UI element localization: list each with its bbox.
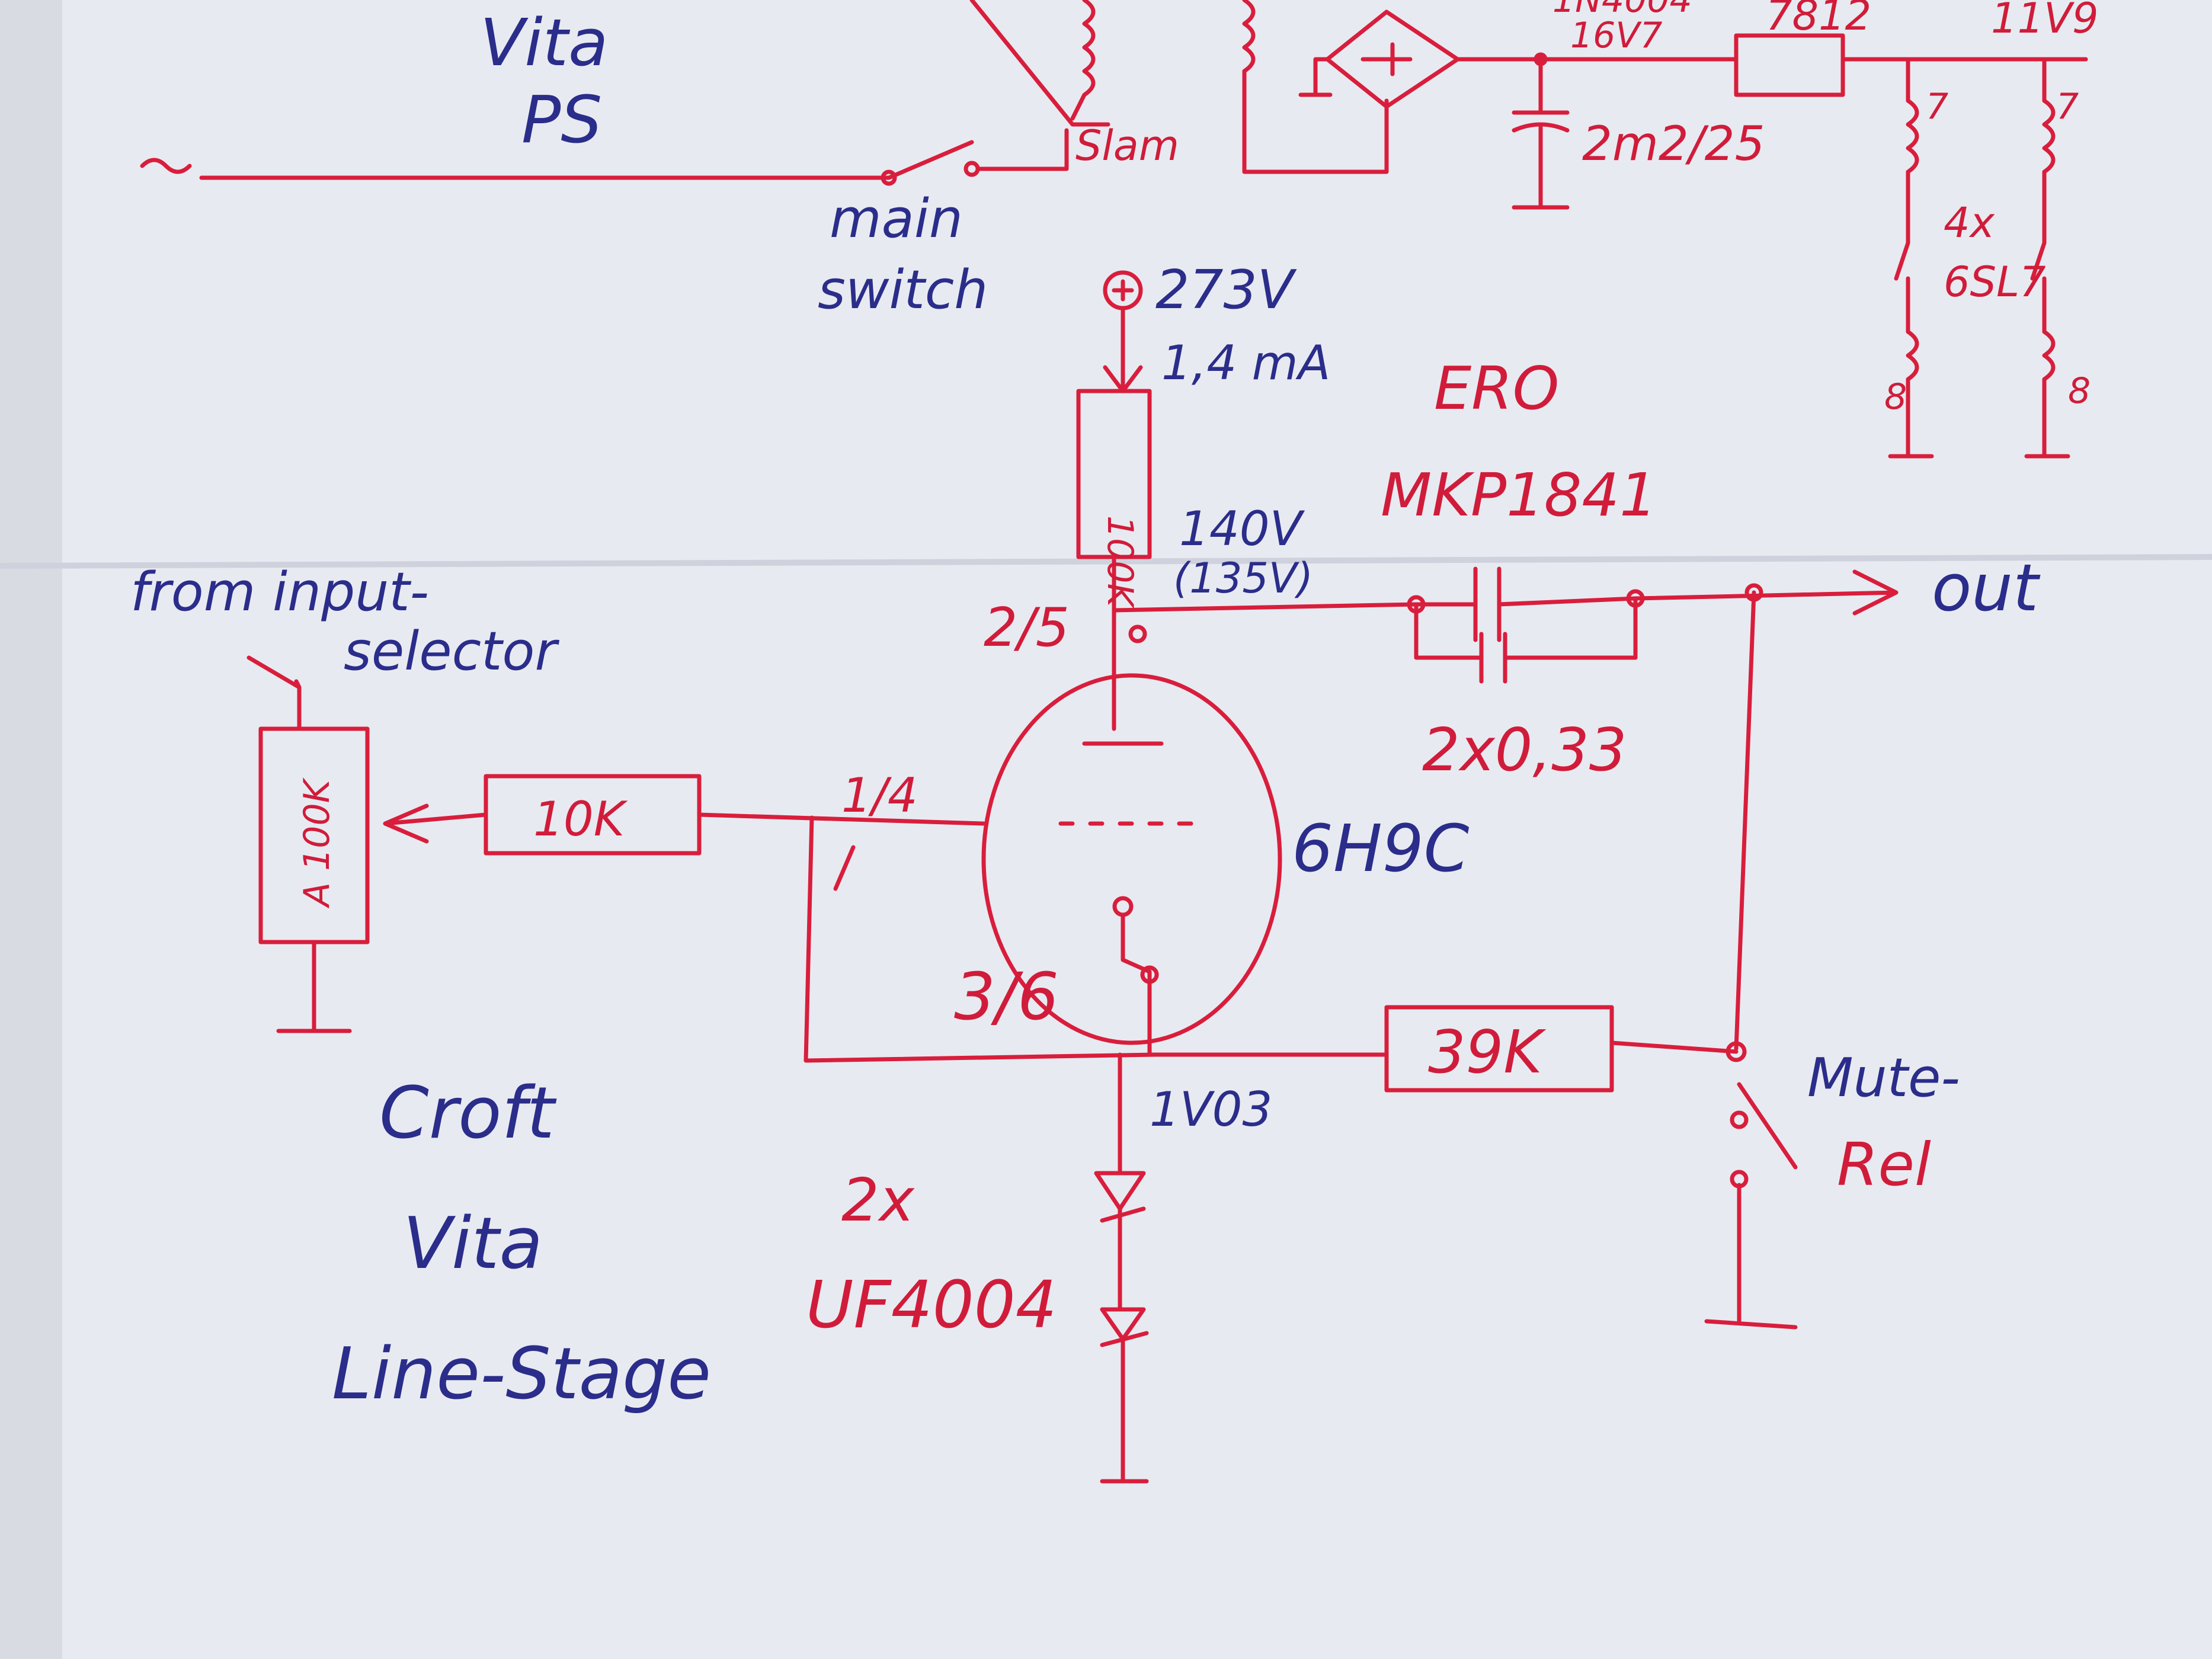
cap-brand-label: ERO bbox=[1434, 354, 1559, 423]
paper-edge bbox=[0, 0, 62, 1659]
heater-pin-label: 8 bbox=[2068, 370, 2091, 412]
pot-input-wire bbox=[247, 655, 302, 731]
cathode-wire bbox=[1147, 981, 1389, 1057]
slam-label: Slam bbox=[1075, 121, 1179, 170]
rectifier-note: 1N4004 bbox=[1552, 0, 1692, 21]
relay-terminal bbox=[1730, 1110, 1749, 1129]
heater-pin-label: 7 bbox=[2056, 86, 2079, 127]
heater-type-label: 6SL7 bbox=[1944, 258, 2046, 306]
coupling-cap-1 bbox=[1414, 566, 1638, 642]
paper-fold bbox=[0, 554, 2212, 569]
heater-string-2 bbox=[2024, 57, 2070, 459]
feedback-to-output-wire bbox=[1609, 1040, 1739, 1054]
input-label-2: selector bbox=[344, 620, 559, 683]
wiper-arrow bbox=[383, 803, 488, 844]
output-to-relay-wire bbox=[1734, 590, 1756, 1051]
plate-pins-label: 2/5 bbox=[984, 597, 1070, 659]
supply-plus-sign bbox=[1112, 279, 1134, 302]
cathode-voltage-label: 1V03 bbox=[1150, 1082, 1272, 1137]
bridge-diode-symbol bbox=[1361, 42, 1413, 76]
cathode-pins-label: 3/6 bbox=[954, 959, 1059, 1035]
mute-relay-label-1: Mute- bbox=[1807, 1047, 1960, 1109]
plate-voltage-label-2: (135V) bbox=[1173, 554, 1313, 603]
psu-section bbox=[140, 0, 2088, 459]
regulator-7812 bbox=[1734, 33, 1845, 97]
regulator-label: 7812 bbox=[1766, 0, 1871, 40]
feedback-resistor-label: 39K bbox=[1428, 1017, 1547, 1087]
heater-pin-label: 8 bbox=[1884, 376, 1907, 418]
tube-cathode bbox=[1121, 913, 1152, 986]
cathode-diodes bbox=[1094, 1052, 1149, 1484]
transformer-primary bbox=[1070, 0, 1096, 121]
diode-type-label: UF4004 bbox=[806, 1267, 1057, 1343]
bridge-rectifier bbox=[1325, 9, 1460, 109]
main-switch-contact bbox=[886, 140, 974, 180]
relay-ground bbox=[1704, 1183, 1798, 1330]
stage-title-line3: Line-Stage bbox=[332, 1333, 711, 1415]
output-label: out bbox=[1932, 550, 2041, 626]
stage-title-line1: Croft bbox=[379, 1072, 557, 1155]
supply-voltage-label: 273V bbox=[1155, 259, 1297, 321]
stage-title-line2: Vita bbox=[403, 1203, 543, 1285]
main-switch-label-2: switch bbox=[818, 259, 988, 321]
rail-voltage-label: 16V7 bbox=[1570, 15, 1663, 56]
ps-title-line2: PS bbox=[521, 82, 602, 158]
grid-wire bbox=[697, 812, 986, 826]
pot-label: A 100K bbox=[296, 777, 338, 909]
feedback-wire bbox=[804, 815, 1158, 1063]
line-stage-section bbox=[247, 270, 1899, 1484]
grid-pins-label: 1/4 bbox=[841, 768, 918, 823]
reg-out-label: 11V9 bbox=[1991, 0, 2099, 43]
tube-plate-pin bbox=[1128, 624, 1147, 643]
mute-relay-label-2: Rel bbox=[1837, 1130, 1931, 1199]
mains-ac-symbol bbox=[140, 158, 192, 174]
ps-title-line1: Vita bbox=[480, 5, 608, 81]
relay-contact bbox=[1737, 1082, 1798, 1170]
grid-pin-slash bbox=[833, 845, 856, 891]
bridge-ground bbox=[1298, 57, 1333, 97]
cap-label: 2m2/25 bbox=[1582, 116, 1765, 171]
transformer-secondary bbox=[1242, 0, 1389, 174]
feedback-resistor bbox=[1384, 1005, 1614, 1093]
supply-current-label: 1,4 mA bbox=[1161, 335, 1330, 390]
diode-count-label: 2x bbox=[841, 1165, 915, 1235]
main-switch-label-1: main bbox=[830, 188, 963, 250]
tube-envelope bbox=[981, 673, 1282, 1045]
tube-type-label: 6H9C bbox=[1292, 811, 1470, 886]
transformer-tap bbox=[969, 0, 1110, 127]
heater-pin-label: 7 bbox=[1926, 86, 1948, 127]
pot-ground bbox=[276, 940, 352, 1033]
coupling-cap-2 bbox=[1414, 596, 1638, 684]
reservoir-capacitor bbox=[1512, 57, 1570, 210]
input-label-1: from input- bbox=[130, 561, 429, 623]
plate-voltage-label-1: 140V bbox=[1179, 501, 1305, 556]
cap-value-label: 2x0,33 bbox=[1422, 715, 1627, 784]
heater-count-label: 4x bbox=[1944, 198, 1995, 247]
plate-to-caps-wire bbox=[1112, 602, 1419, 613]
heater-string-1 bbox=[1888, 57, 1934, 459]
grid-resistor-label: 10K bbox=[533, 792, 628, 847]
cap-model-label: MKP1841 bbox=[1381, 460, 1657, 530]
switch-terminal-1 bbox=[881, 169, 897, 186]
transformer-feed bbox=[975, 128, 1069, 171]
output-arrow bbox=[1633, 569, 1899, 616]
plate-resistor-label: 100K bbox=[1099, 515, 1141, 610]
